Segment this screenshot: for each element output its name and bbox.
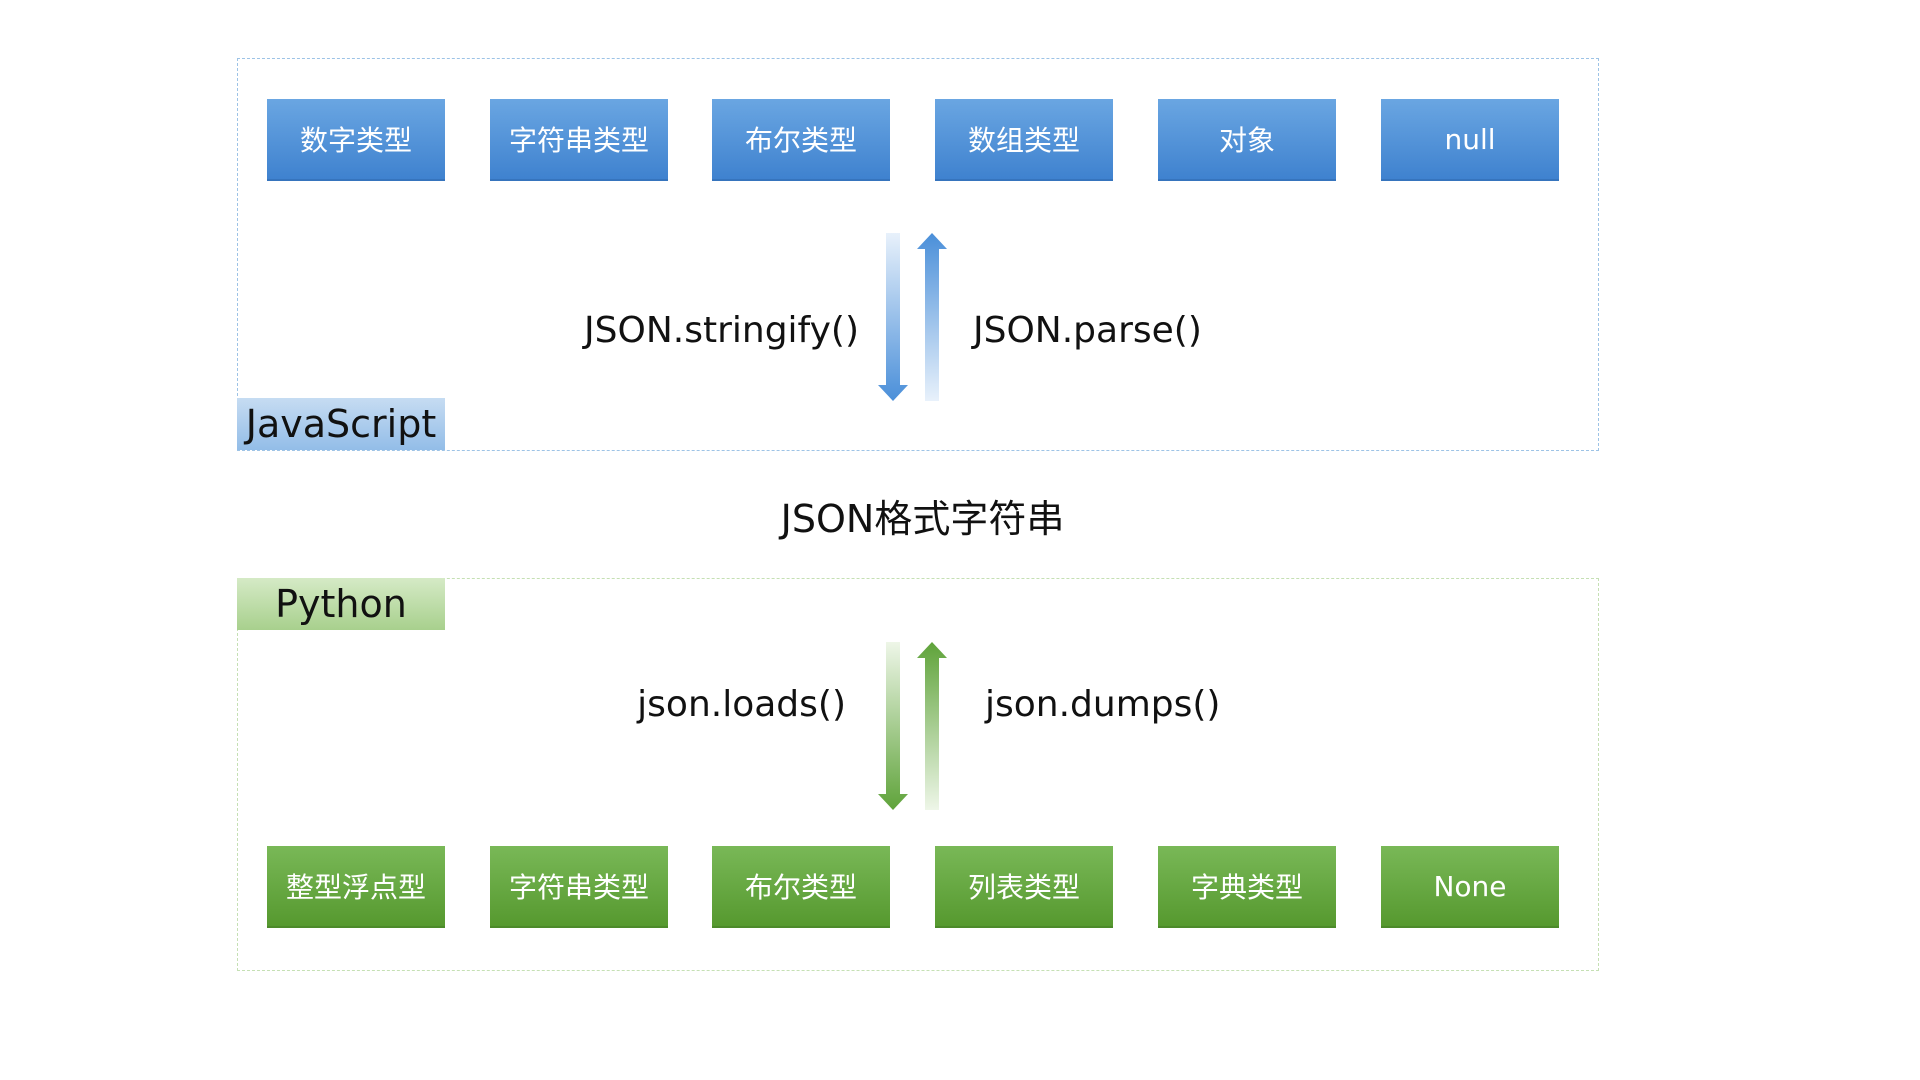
js-type-null: null: [1381, 99, 1559, 181]
js-type-array: 数组类型: [935, 99, 1113, 181]
javascript-label: JavaScript: [237, 398, 445, 450]
js-down-arrow: [878, 233, 908, 401]
py-type-boolean: 布尔类型: [712, 846, 890, 928]
js-parse-label: JSON.parse(): [973, 310, 1202, 351]
js-up-arrow: [917, 233, 947, 401]
py-dumps-label: json.dumps(): [985, 684, 1221, 725]
py-type-list: 列表类型: [935, 846, 1113, 928]
js-stringify-label: JSON.stringify(): [584, 310, 859, 351]
python-panel: [237, 578, 1599, 971]
js-type-object: 对象: [1158, 99, 1336, 181]
js-type-boolean: 布尔类型: [712, 99, 890, 181]
js-type-number: 数字类型: [267, 99, 445, 181]
json-string-label: JSON格式字符串: [780, 497, 1065, 541]
py-type-dict: 字典类型: [1158, 846, 1336, 928]
js-type-string: 字符串类型: [490, 99, 668, 181]
python-label: Python: [237, 578, 445, 630]
py-type-none: None: [1381, 846, 1559, 928]
py-type-string: 字符串类型: [490, 846, 668, 928]
py-type-number: 整型浮点型: [267, 846, 445, 928]
javascript-panel: [237, 58, 1599, 451]
py-up-arrow: [917, 642, 947, 810]
py-loads-label: json.loads(): [637, 684, 846, 725]
py-down-arrow: [878, 642, 908, 810]
